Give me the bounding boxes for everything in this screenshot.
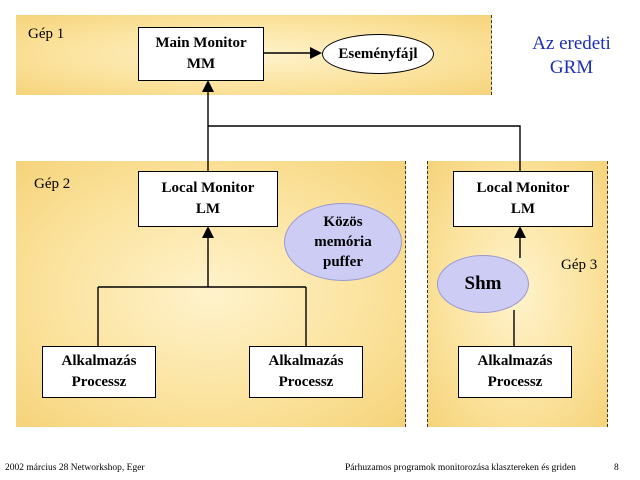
footer-left: 2002 március 28 Networkshop, Eger [5, 463, 145, 473]
application-process-left: Alkalmazás Processz [42, 346, 156, 398]
shared-memory-buffer: Közös memória puffer [284, 203, 402, 281]
machine-1-label: Gép 1 [28, 26, 65, 42]
shm-bubble: Shm [437, 255, 529, 313]
local-monitor-machine-2: Local Monitor LM [138, 171, 278, 227]
local-monitor-machine-3: Local Monitor LM [453, 171, 593, 227]
footer-center: Párhuzamos programok monitorozása klaszt… [345, 463, 576, 473]
main-monitor-box: Main Monitor MM [138, 27, 264, 81]
application-process-middle: Alkalmazás Processz [249, 346, 363, 398]
event-file-ellipse: Eseményfájl [322, 34, 434, 74]
machine-2-label: Gép 2 [34, 176, 71, 192]
footer-page-number: 8 [614, 463, 619, 473]
diagram-title: Az eredeti GRM [532, 33, 611, 78]
application-process-right: Alkalmazás Processz [458, 346, 572, 398]
machine-3-label: Gép 3 [561, 257, 598, 273]
